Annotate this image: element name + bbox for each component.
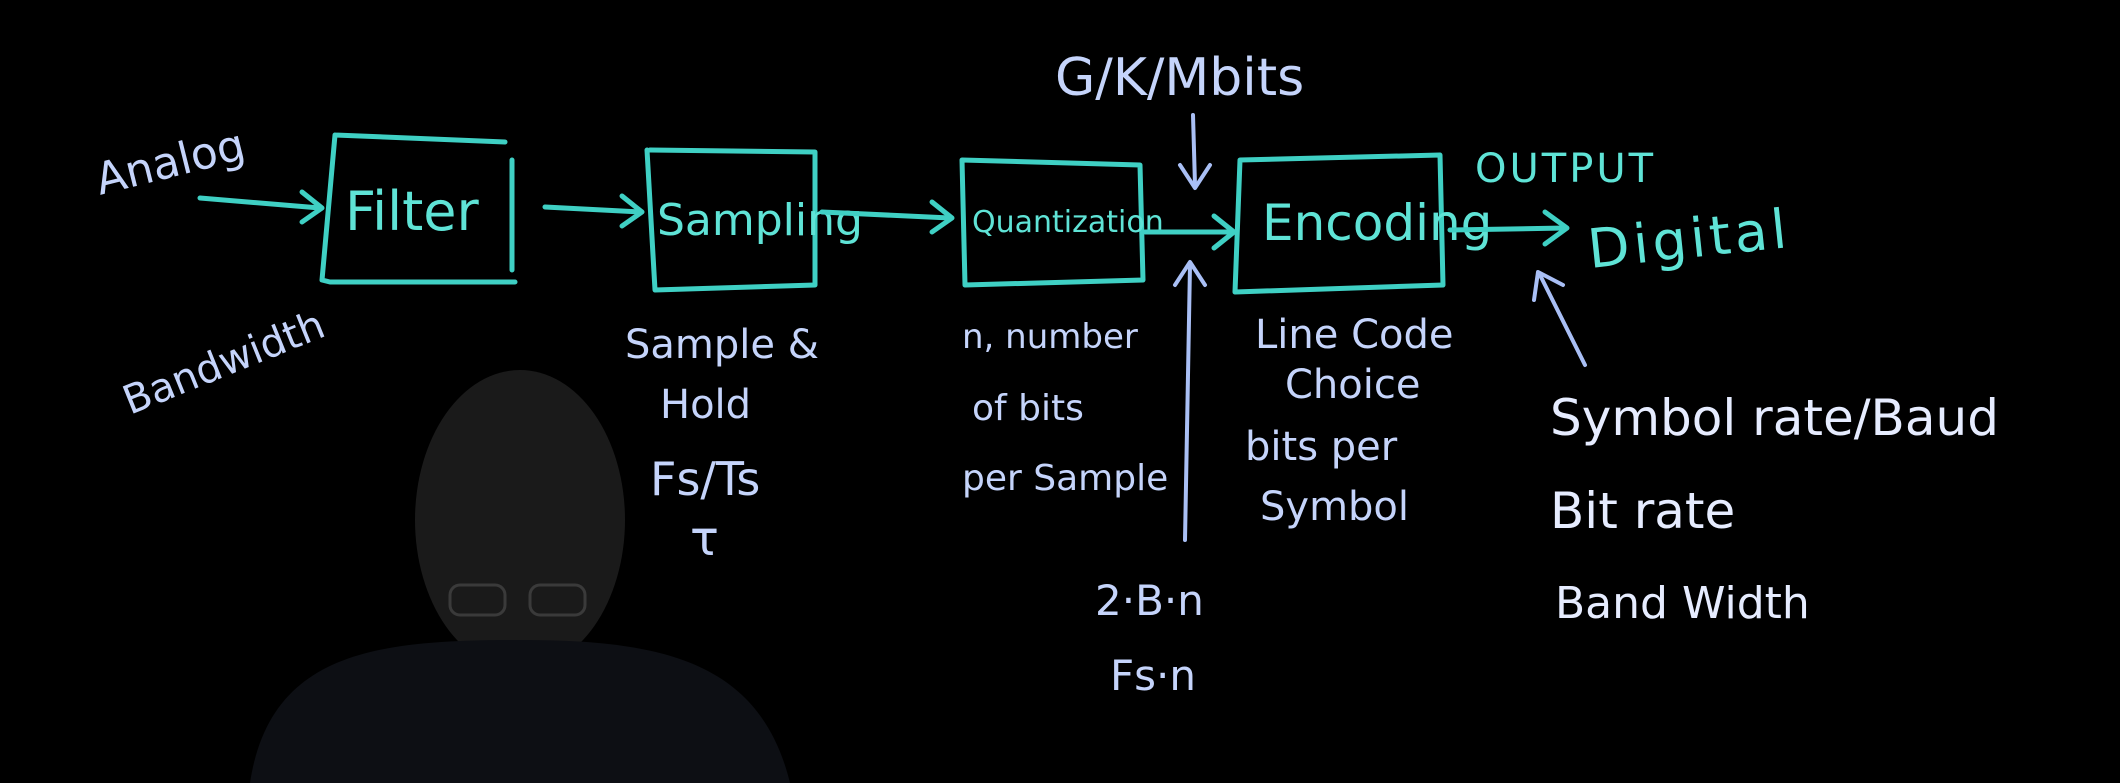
filter-label: Filter <box>345 180 480 243</box>
presenter-silhouette <box>250 370 790 783</box>
arrow-input-to-filter <box>197 189 325 225</box>
arrow-rate-up <box>1173 260 1207 542</box>
encoding-block: Encoding <box>1232 152 1492 295</box>
quantization-label: Quantization <box>972 205 1164 240</box>
encoding-label: Encoding <box>1262 194 1492 252</box>
quantization-block: Quantization <box>959 157 1164 288</box>
input-bandwidth-note: Bandwidth <box>117 302 332 424</box>
rate-note-line: Fs·n <box>1110 651 1196 700</box>
sampling-note-line: τ <box>690 511 719 567</box>
encoding-note-line: Line Code <box>1255 312 1453 358</box>
arrow-output-notes-up <box>1532 270 1587 367</box>
quantization-note-line: per Sample <box>962 458 1168 499</box>
sampling-note-line: Fs/Ts <box>650 452 760 506</box>
sampling-notes: Sample & Hold Fs/Ts τ <box>625 322 819 567</box>
encoding-note-line: Symbol <box>1260 484 1409 530</box>
sampling-label: Sampling <box>657 195 863 246</box>
quantization-note-line: of bits <box>972 388 1084 429</box>
encoding-notes: Line Code Choice bits per Symbol <box>1245 312 1453 530</box>
quantization-note-line: n, number <box>962 317 1138 357</box>
output-label: Digital <box>1585 197 1794 281</box>
rate-notes: 2·B·n Fs·n <box>1095 576 1204 700</box>
arrow-quantization-to-encoding <box>1142 213 1237 251</box>
output-note-line: Symbol rate/Baud <box>1550 389 1999 447</box>
arrow-encoding-to-output <box>1447 209 1570 247</box>
sampling-note-line: Hold <box>660 382 751 428</box>
rate-note-line: 2·B·n <box>1095 576 1204 625</box>
output-header: OUTPUT <box>1475 146 1656 192</box>
filter-block: Filter <box>319 132 518 285</box>
arrow-sampling-to-quantization <box>819 199 955 235</box>
output-notes: Symbol rate/Baud Bit rate Band Width <box>1550 389 1999 629</box>
input-label: Analog <box>90 119 250 205</box>
sampling-note-line: Sample & <box>625 322 819 368</box>
arrow-top-note-down <box>1178 113 1212 190</box>
encoding-note-line: Choice <box>1285 362 1420 408</box>
arrow-filter-to-sampling <box>542 193 645 229</box>
quantization-notes: n, number of bits per Sample <box>962 317 1168 499</box>
sampling-block: Sampling <box>644 147 863 293</box>
output-note-line: Band Width <box>1555 578 1810 629</box>
encoding-note-line: bits per <box>1245 424 1398 470</box>
output-note-line: Bit rate <box>1550 482 1735 540</box>
top-bits-note: G/K/Mbits <box>1055 48 1304 108</box>
